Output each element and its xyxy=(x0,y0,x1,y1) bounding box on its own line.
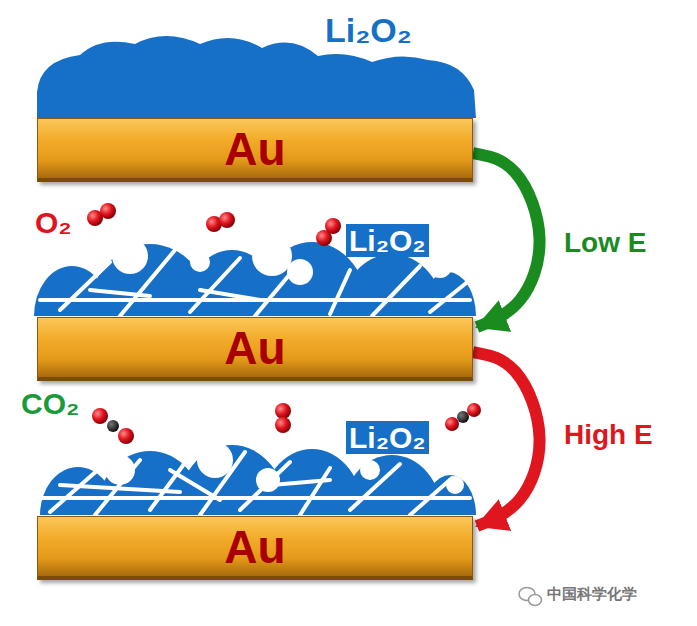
product-label: Li₂O₂ xyxy=(346,421,429,454)
atom-sphere xyxy=(92,408,108,424)
atom-sphere xyxy=(467,403,481,417)
watermark: 中国科学化学 xyxy=(544,586,640,603)
pore xyxy=(112,238,148,274)
pore xyxy=(190,252,210,272)
crack xyxy=(150,456,190,510)
crack xyxy=(90,290,150,296)
gas-label: CO₂ xyxy=(18,387,82,420)
crack xyxy=(40,496,470,500)
atom-sphere xyxy=(275,417,291,433)
pore xyxy=(105,455,135,485)
energy-label: High E xyxy=(562,420,655,451)
electrode-label: Au xyxy=(224,126,285,172)
crack xyxy=(60,485,180,492)
gold-electrode: Au xyxy=(37,516,473,580)
pore xyxy=(256,468,280,492)
curved-arrow xyxy=(473,352,540,526)
gas-label: O₂ xyxy=(32,206,75,239)
crack xyxy=(330,270,350,314)
electrode-label: Au xyxy=(224,325,285,371)
atom-sphere xyxy=(219,212,235,228)
product-label: Li₂O₂ xyxy=(346,224,429,257)
crack xyxy=(430,280,470,312)
electrode-label: Au xyxy=(224,524,285,570)
li2o2-particle xyxy=(420,272,476,316)
crack xyxy=(372,266,420,316)
atom-sphere xyxy=(457,411,469,423)
crack xyxy=(50,468,100,512)
curved-arrow xyxy=(473,153,540,327)
atom-sphere xyxy=(275,403,291,419)
pore xyxy=(252,236,292,276)
pore xyxy=(428,254,452,278)
atom-sphere xyxy=(118,428,134,444)
pore xyxy=(197,442,233,478)
wechat-icon xyxy=(519,588,542,606)
crack xyxy=(200,290,260,300)
atom-sphere xyxy=(107,420,119,432)
product-label: Li₂O₂ xyxy=(322,12,415,49)
gold-electrode: Au xyxy=(37,317,473,381)
energy-label: Low E xyxy=(562,228,648,259)
pore xyxy=(360,460,380,480)
crack xyxy=(300,468,330,515)
crack xyxy=(60,262,110,310)
pore xyxy=(446,476,464,494)
atom-sphere xyxy=(100,203,116,219)
atom-sphere xyxy=(445,417,459,431)
atom-sphere xyxy=(325,218,341,234)
gold-electrode: Au xyxy=(37,118,473,182)
pore xyxy=(287,259,313,285)
